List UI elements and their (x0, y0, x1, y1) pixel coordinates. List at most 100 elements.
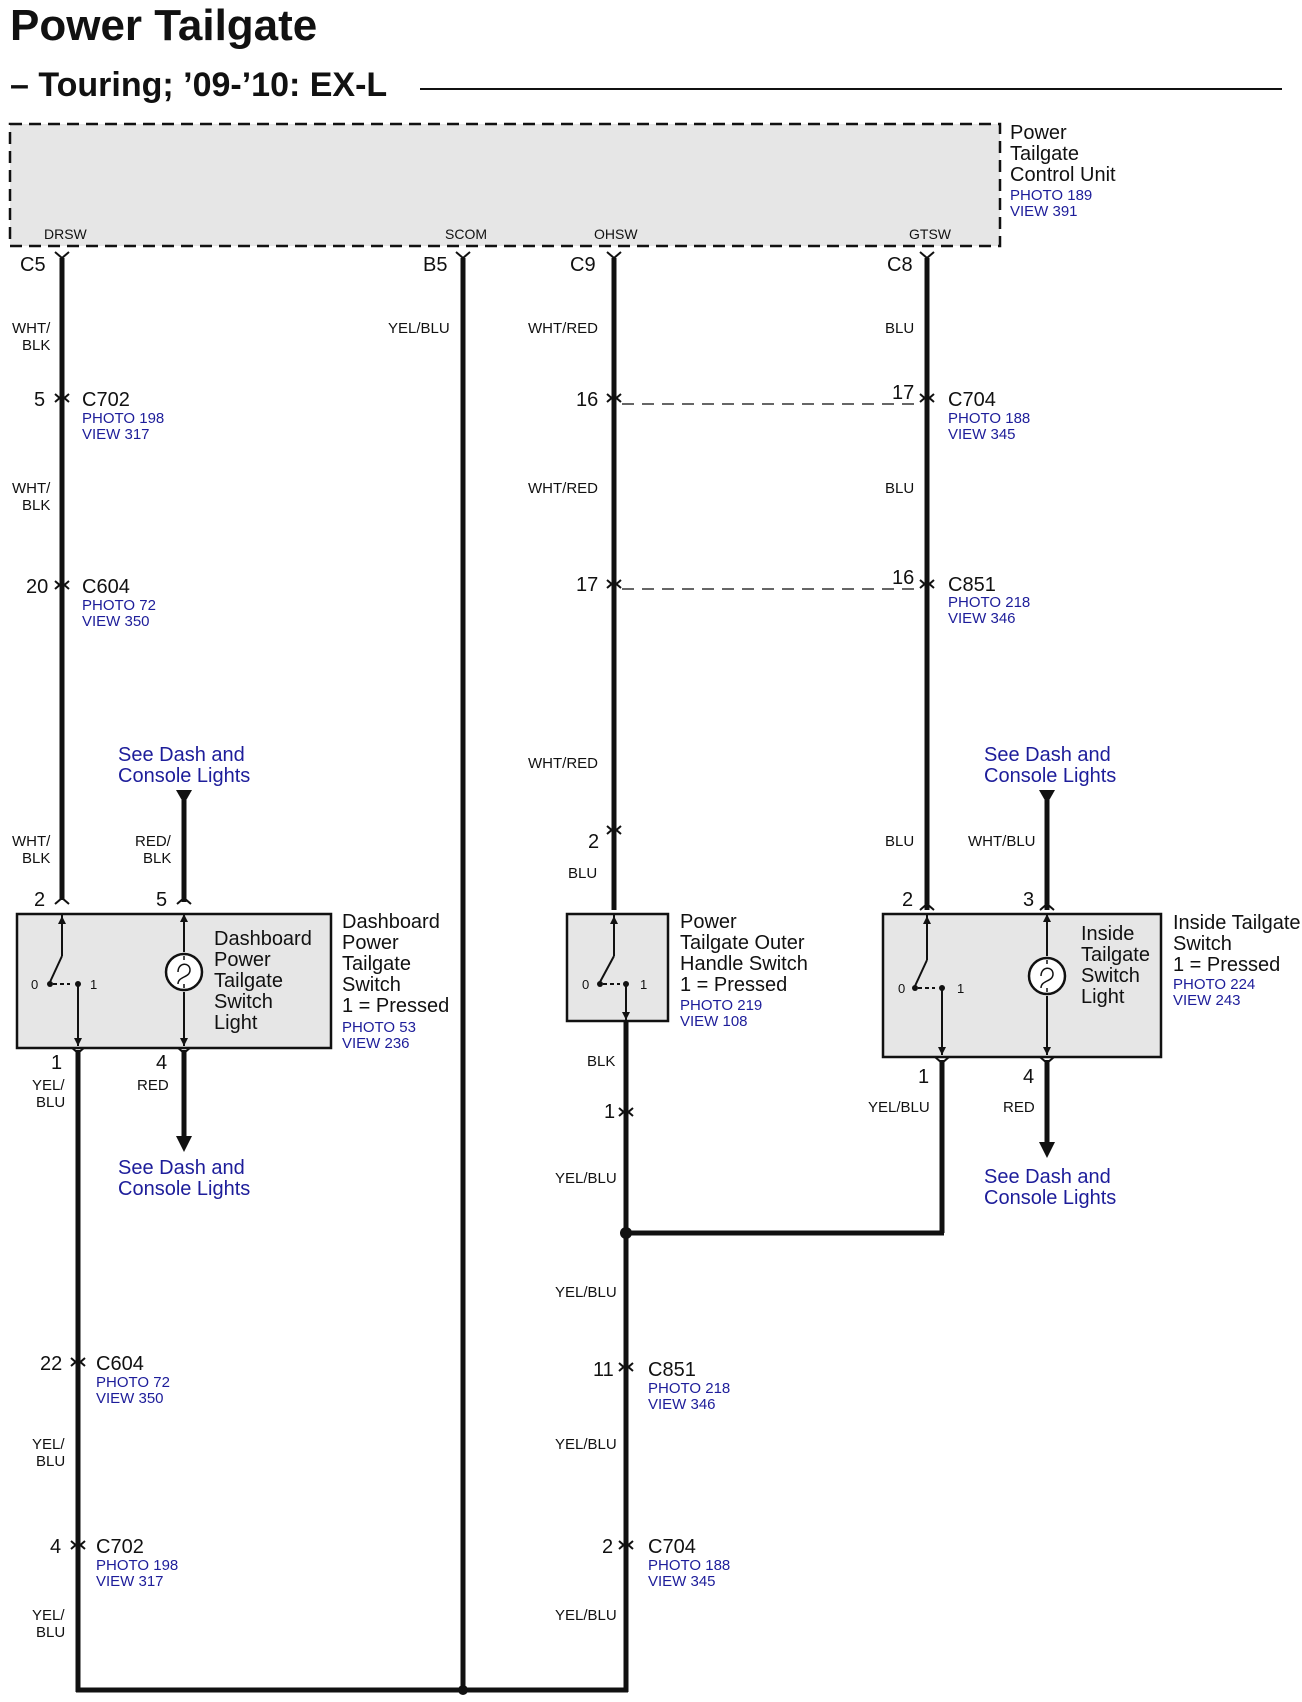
svg-text:PHOTO 188[interactable]: PHOTO 188 (648, 1557, 730, 1574)
svg-text:0: 0 (582, 977, 589, 992)
svg-text:0: 0 (898, 981, 905, 996)
dash-switch-inner-label: Dashboard Power Tailgate Switch Light (214, 928, 317, 1034)
wc-c5-b: WHT/BLK (12, 480, 51, 514)
signal-scom: SCOM (445, 226, 487, 242)
control-unit-photo[interactable]: PHOTO 189 (1010, 187, 1092, 204)
svg-text:C704: C704 (948, 389, 996, 411)
page-title: Power Tailgate (10, 1, 317, 50)
outer-switch-photo[interactable]: PHOTO 219 (680, 997, 762, 1014)
svg-text:20: 20 (26, 576, 48, 598)
control-unit-box (8, 122, 1002, 248)
svg-text:VIEW 350[interactable]: VIEW 350 (96, 1390, 164, 1407)
svg-text:VIEW 345[interactable]: VIEW 345 (948, 426, 1016, 443)
connector-c604-top: 20 C604 PHOTO 72 VIEW 350 (26, 576, 156, 630)
dash-switch-view[interactable]: VIEW 236 (342, 1035, 410, 1052)
wc-c9-b: WHT/RED (528, 480, 598, 497)
pin-c8: C8 (887, 254, 913, 276)
inside-switch-photo[interactable]: PHOTO 224 (1173, 976, 1255, 993)
svg-text:VIEW 345[interactable]: VIEW 345 (648, 1573, 716, 1590)
inside-pin-4: 4 (1023, 1066, 1034, 1088)
wc-dash-1-b: YEL/BLU (32, 1436, 65, 1470)
svg-text:VIEW 346[interactable]: VIEW 346 (648, 1396, 716, 1413)
svg-text:11: 11 (593, 1359, 614, 1381)
pin-c9: C9 (570, 254, 596, 276)
page-subtitle: – Touring; ’09-’10: EX-L (10, 66, 387, 104)
wc-c9-a: WHT/RED (528, 320, 598, 337)
conn-sym-dash-5 (176, 896, 192, 905)
conn-sym-inside-4 (1039, 1056, 1055, 1065)
inside-switch-bulb-icon (1027, 914, 1067, 1055)
wc-outer-c: YEL/BLU (555, 1284, 617, 1301)
wc-c9-c: WHT/RED (528, 755, 598, 772)
wc-outer-b: YEL/BLU (555, 1170, 617, 1187)
svg-text:0: 0 (31, 977, 38, 992)
wc-outer-e: YEL/BLU (555, 1607, 617, 1624)
arrow-inside-light-out (1039, 1142, 1055, 1158)
outer-bottom-pin: 1 (604, 1101, 615, 1123)
connector-c851-bot: 11 C851 PHOTO 218 VIEW 346 (593, 1359, 730, 1413)
dash-switch-photo[interactable]: PHOTO 53 (342, 1019, 416, 1036)
connector-c702-top: 5 C702 PHOTO 198 VIEW 317 (34, 389, 164, 443)
svg-text:C604: C604 (82, 576, 130, 598)
svg-text:PHOTO 188[interactable]: PHOTO 188 (948, 410, 1030, 427)
control-unit-view[interactable]: VIEW 391 (1010, 203, 1078, 220)
svg-text:VIEW 346[interactable]: VIEW 346 (948, 610, 1016, 627)
dash-switch-contacts: 0 1 (31, 914, 97, 1046)
svg-text:PHOTO 198[interactable]: PHOTO 198 (82, 410, 164, 427)
wc-c8-b: BLU (885, 480, 914, 497)
conn-sym-c704-bot (618, 1540, 634, 1549)
connector-c851-top: 17 16 C851 PHOTO 218 VIEW 346 (576, 567, 1030, 627)
svg-text:PHOTO 72[interactable]: PHOTO 72 (82, 597, 156, 614)
control-unit-name: Power Tailgate Control Unit (1010, 122, 1116, 186)
svg-text:VIEW 350[interactable]: VIEW 350 (82, 613, 150, 630)
conn-sym-inside-2 (919, 902, 935, 911)
outer-switch-name: Power Tailgate Outer Handle Switch 1 = P… (680, 911, 813, 996)
wc-outer-out: BLK (587, 1053, 615, 1070)
svg-text:1: 1 (957, 981, 964, 996)
splice-right (620, 1227, 632, 1239)
conn-sym-c851-top-r (919, 579, 935, 588)
outer-top-pin: 2 (588, 831, 599, 853)
wc-dash-1-c: YEL/BLU (32, 1607, 65, 1641)
outer-switch-contacts: 0 1 (582, 914, 647, 1020)
svg-text:PHOTO 218[interactable]: PHOTO 218 (948, 594, 1030, 611)
conn-sym-c604-top (54, 580, 70, 589)
inside-switch-view[interactable]: VIEW 243 (1173, 992, 1241, 1009)
pin-c5: C5 (20, 254, 46, 276)
svg-text:PHOTO 72[interactable]: PHOTO 72 (96, 1374, 170, 1391)
svg-text:PHOTO 198[interactable]: PHOTO 198 (96, 1557, 178, 1574)
conn-sym-outer-1 (618, 1107, 634, 1116)
conn-sym-c704-top-r (919, 393, 935, 402)
svg-text:16: 16 (576, 389, 598, 411)
outer-switch-view[interactable]: VIEW 108 (680, 1013, 748, 1030)
dash-pin-4: 4 (156, 1052, 167, 1074)
connector-c604-bot: 22 C604 PHOTO 72 VIEW 350 (40, 1353, 170, 1407)
wc-outer-in: BLU (568, 865, 597, 882)
conn-sym-c8 (919, 251, 935, 260)
dash-pin-1: 1 (51, 1052, 62, 1074)
conn-sym-dash-2 (54, 896, 70, 905)
svg-text:VIEW 317[interactable]: VIEW 317 (96, 1573, 164, 1590)
wc-c5-a: WHT/BLK (12, 320, 51, 354)
conn-sym-c851-bot (618, 1362, 634, 1371)
svg-text:VIEW 317[interactable]: VIEW 317 (82, 426, 150, 443)
conn-sym-c604-bot (70, 1357, 86, 1366)
inside-switch-contacts: 0 1 (898, 914, 964, 1055)
wc-scom: YEL/BLU (388, 320, 450, 337)
inside-switch-inner-label: Inside Tailgate Switch Light (1081, 923, 1156, 1008)
svg-text:4: 4 (50, 1536, 61, 1558)
conn-sym-c9 (606, 251, 622, 260)
wc-dash-light-in: RED/BLK (135, 833, 172, 867)
svg-text:PHOTO 218[interactable]: PHOTO 218 (648, 1380, 730, 1397)
arrow-dash-light-in (176, 790, 192, 804)
svg-text:C702: C702 (96, 1536, 144, 1558)
svg-text:2: 2 (602, 1536, 613, 1558)
dash-switch-name: Dashboard Power Tailgate Switch 1 = Pres… (342, 911, 449, 1017)
wc-inside-4: RED (1003, 1099, 1035, 1116)
dash-pin-5: 5 (156, 889, 167, 911)
wc-outer-d: YEL/BLU (555, 1436, 617, 1453)
